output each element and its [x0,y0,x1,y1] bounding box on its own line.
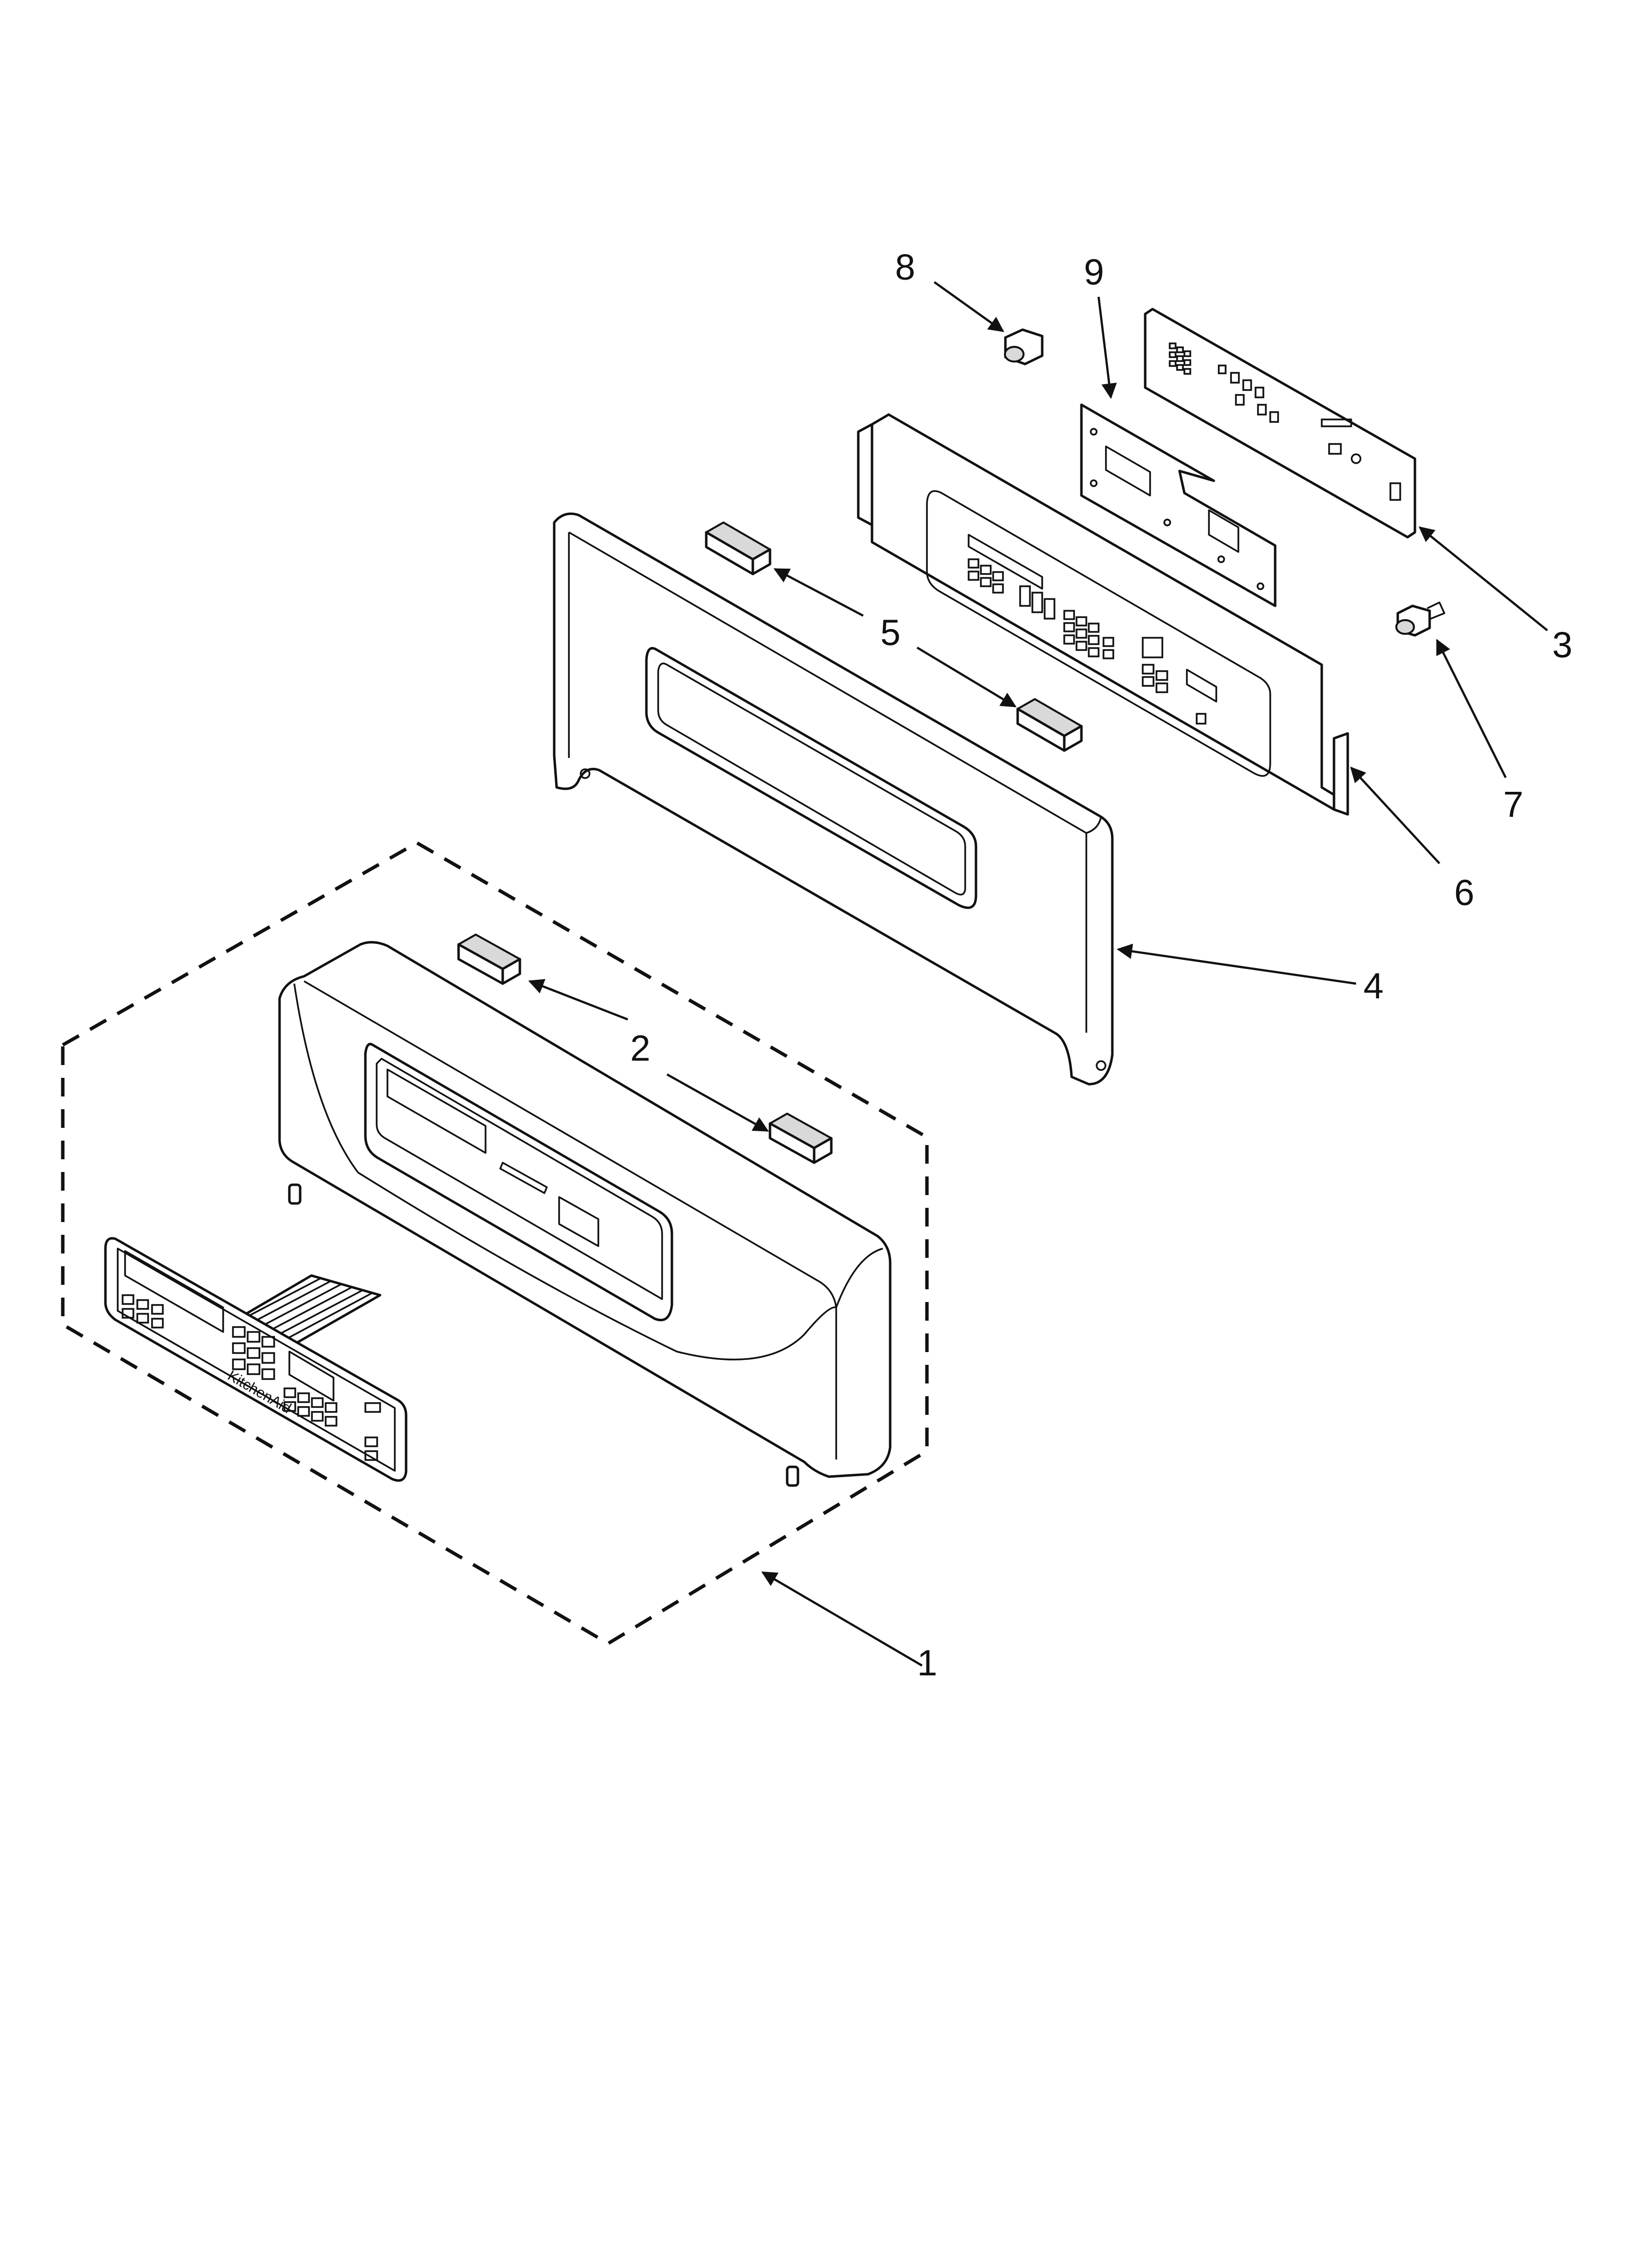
touch-overlay-panel: KitchenAid [104,1237,408,1482]
standoff [1004,328,1044,365]
spacer-block-2a [457,934,521,985]
standoff [1395,601,1445,637]
console-housing [278,941,892,1487]
callout-4: 4 [1363,965,1384,1006]
callout-3: 3 [1552,625,1572,665]
overlay-keypad-right [283,1387,381,1461]
callout-8: 8 [895,247,915,287]
callout-6: 6 [1454,872,1474,913]
panel-keypad-center [1063,610,1114,659]
insulator [1080,403,1277,607]
spacer-block-5a [705,521,771,575]
frame-trim [553,512,1114,1086]
callout-7: 7 [1503,784,1523,825]
callout-9: 9 [1084,252,1104,292]
overlay-keypad-center [232,1326,275,1380]
spacer-block-5b [1016,698,1083,752]
callout-1: 1 [917,1642,937,1683]
callout-5: 5 [880,612,900,653]
board-components [1169,342,1401,501]
callout-labels: 1 2 3 4 5 6 7 8 9 [630,247,1572,1683]
control-board [1144,308,1416,539]
leader-lines [528,281,1548,1667]
panel-keypad-left [968,558,1004,594]
callout-2: 2 [630,1028,650,1069]
control-panel [857,413,1349,816]
spacer-block-2b [769,1113,833,1164]
overlay-keypad-left [122,1294,164,1329]
